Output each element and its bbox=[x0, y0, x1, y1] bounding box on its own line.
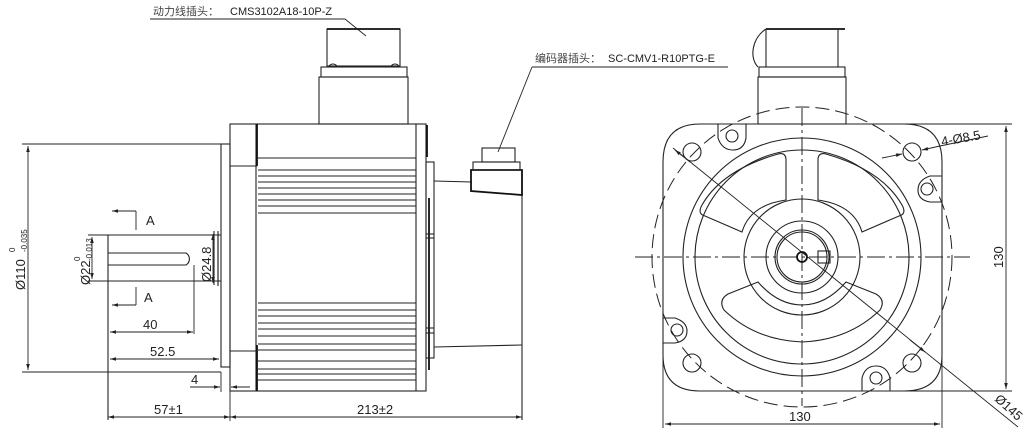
dim-flange-width: 130 bbox=[662, 355, 943, 428]
dim-shaft-shoulder-dia: Ø24.8 bbox=[199, 234, 215, 283]
dim-flange-spigot-dia-text: Ø110 bbox=[13, 259, 28, 290]
dim-flange-spigot-dia: Ø110 0 -0.035 bbox=[8, 143, 221, 373]
front-power-connector bbox=[752, 28, 847, 125]
power-connector bbox=[318, 28, 409, 125]
front-view: Ø145 4-Ø8.5 130 130 bbox=[635, 28, 1026, 428]
dim-shaft-shoulder-dia-text: Ø24.8 bbox=[199, 247, 214, 282]
dim-shaft-dia-text: Ø22 bbox=[78, 260, 93, 285]
dim-keyway-length: 40 bbox=[110, 265, 195, 334]
section-mark-top: A bbox=[146, 213, 155, 228]
svg-text:0: 0 bbox=[73, 256, 82, 261]
flange-windows bbox=[699, 153, 905, 343]
dim-spigot-depth: 4 bbox=[190, 372, 250, 392]
motor-housing bbox=[229, 123, 435, 392]
dim-mounting-holes-text: 4-Ø8.5 bbox=[940, 127, 982, 149]
power-connector-label: 动力线插头： bbox=[153, 4, 219, 18]
power-connector-part-no: CMS3102A18-10P-Z bbox=[230, 6, 332, 18]
encoder-connector-part-no: SC-CMV1-R10PTG-E bbox=[608, 53, 715, 65]
dim-body-length-text: 213±2 bbox=[357, 402, 393, 417]
power-connector-callout: 动力线插头： CMS3102A18-10P-Z bbox=[150, 4, 367, 37]
flange-lugs bbox=[663, 124, 942, 391]
encoder-connector-callout: 编码器插头： SC-CMV1-R10PTG-E bbox=[497, 51, 728, 153]
dim-shaft-length-text: 52.5 bbox=[150, 344, 175, 359]
dim-overall-lengths: 57±1 213±2 bbox=[108, 391, 522, 421]
dim-flange-height: 130 bbox=[904, 123, 1012, 392]
section-marks: A A bbox=[112, 209, 155, 307]
svg-text:-0.013: -0.013 bbox=[85, 238, 94, 261]
dim-shaft-length: 52.5 bbox=[110, 344, 219, 361]
dim-pcd-text: Ø145 bbox=[992, 391, 1026, 423]
side-view: 动力线插头： CMS3102A18-10P-Z bbox=[8, 4, 728, 421]
dim-keyway-length-text: 40 bbox=[143, 317, 157, 332]
front-flange bbox=[217, 143, 231, 368]
pcd-leader bbox=[672, 147, 1019, 428]
mounting-holes bbox=[682, 142, 922, 373]
svg-text:-0.035: -0.035 bbox=[20, 229, 29, 252]
section-mark-bottom: A bbox=[144, 290, 153, 305]
encoder-connector-label: 编码器插头： bbox=[535, 51, 601, 65]
encoder-housing bbox=[433, 147, 523, 420]
shaft-key bbox=[817, 250, 831, 264]
dim-flange-height-text: 130 bbox=[991, 246, 1006, 268]
dim-shaft-dia: Ø22 0 -0.013 bbox=[73, 234, 108, 285]
dim-spigot-depth-text: 4 bbox=[191, 372, 198, 387]
svg-text:0: 0 bbox=[8, 247, 17, 252]
dim-mounting-holes: 4-Ø8.5 bbox=[881, 127, 989, 159]
dim-shaft-extension-text: 57±1 bbox=[154, 402, 183, 417]
dim-flange-width-text: 130 bbox=[789, 409, 811, 424]
